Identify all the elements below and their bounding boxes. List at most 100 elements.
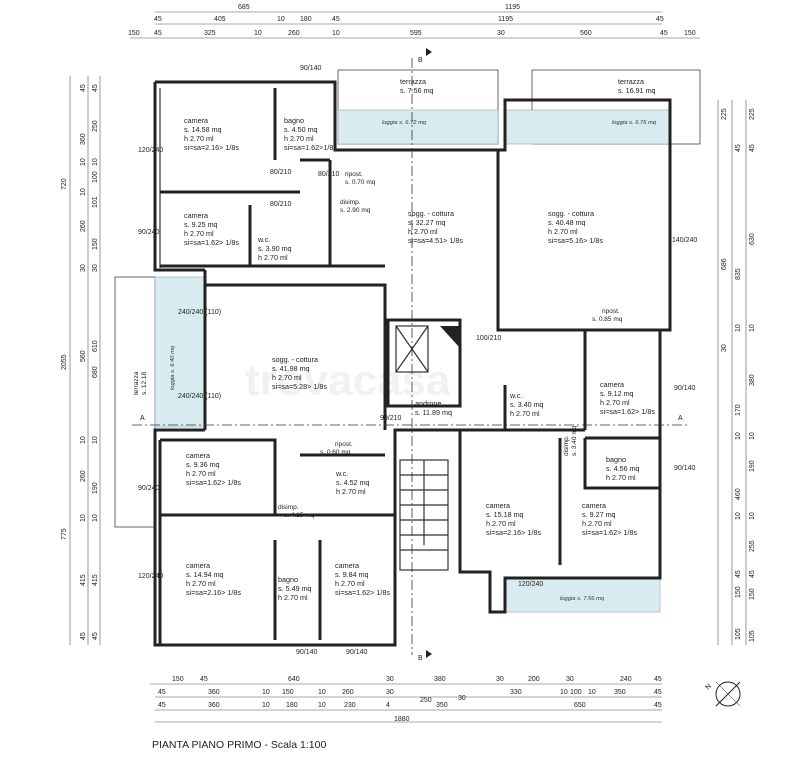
loggia-s-label: loggia s. 7.56 mq xyxy=(560,596,605,602)
opening-labels: 120/240 90/240 80/210 80/210 80/210 90/1… xyxy=(138,65,697,656)
dim-left-i-101: 101 xyxy=(92,196,99,208)
dim-right-m-45b: 45 xyxy=(749,570,756,578)
dim-left-i-45: 45 xyxy=(92,84,99,92)
plan-title: PIANTA PIANO PRIMO - Scala 1:100 xyxy=(152,739,326,751)
dim-top-45d: 45 xyxy=(154,30,162,37)
room-camera-se-2: camera s. 9.27 mq h 2.70 ml si=sa=1.62> … xyxy=(582,501,637,537)
dim-bot-r3-650: 650 xyxy=(574,702,586,709)
dim-left-45b: 45 xyxy=(80,632,87,640)
dim-bot-45b: 45 xyxy=(654,676,662,683)
dim-bot-r2-30b: 30 xyxy=(458,695,466,702)
dim-top-180: 180 xyxy=(300,16,312,23)
dim-bot-r2-150: 150 xyxy=(282,689,294,696)
room-bagno-sw: bagno s. 5.49 mq h 2.70 ml xyxy=(278,575,314,602)
opening-140-240-ne: 140/240 xyxy=(672,237,697,244)
opening-240-w-bottom: 240/240 (110) xyxy=(178,393,221,400)
room-camera-nw-2: camera s. 9.25 mq h 2.70 ml si=sa=1.62> … xyxy=(184,211,239,247)
dim-top-1195: 1195 xyxy=(505,4,520,11)
dim-left-10a: 10 xyxy=(80,158,87,166)
dim-right-m-105: 105 xyxy=(749,630,756,642)
dim-right-m-255: 255 xyxy=(749,540,756,552)
dim-bot-r3-4: 4 xyxy=(386,702,390,709)
dim-right-i-45b: 45 xyxy=(735,570,742,578)
dim-bot-r3-230: 230 xyxy=(344,702,356,709)
opening-90-140-s1: 90/140 xyxy=(296,649,318,656)
dim-top-45c: 45 xyxy=(656,16,664,23)
dim-left-i-10: 10 xyxy=(92,158,99,166)
room-ripost-n: ripost. s. 0.70 mq xyxy=(345,171,376,186)
dim-bot-r2-10c: 10 xyxy=(560,689,568,696)
dim-left-i-250: 250 xyxy=(92,120,99,132)
dim-left-i-190: 190 xyxy=(92,482,99,494)
room-bagno-se: bagno s. 4.56 mq h 2.70 ml xyxy=(606,455,642,482)
dim-left-775: 775 xyxy=(61,528,68,540)
dim-right-i-170: 170 xyxy=(735,404,742,416)
dim-right-150: 150 xyxy=(735,586,742,598)
room-terrazza-n: terrazza s. 7.56 mq xyxy=(400,77,434,95)
dim-right-m-380: 380 xyxy=(749,374,756,386)
room-ripost-sw: ripost. s. 0.60 mq xyxy=(320,441,355,456)
opening-100-210-stair: 100/210 xyxy=(476,335,501,342)
dim-bot-r2-10b: 10 xyxy=(318,689,326,696)
dim-top-10c: 10 xyxy=(332,30,340,37)
room-wc-e: w.c. s. 3.40 mq h 2.70 ml xyxy=(509,391,546,418)
terraces xyxy=(114,69,701,613)
dim-top-405: 405 xyxy=(214,16,226,23)
dim-bot-r2-100: 100 xyxy=(570,689,582,696)
dim-bot-r3-350: 350 xyxy=(436,702,448,709)
top-dimensions: 685 1195 45 405 10 180 45 1195 45 150 45… xyxy=(128,4,700,39)
room-camera-sw-2: camera s. 14.94 mq h 2.70 ml si=sa=2.16>… xyxy=(186,561,241,597)
dim-right-225: 225 xyxy=(721,108,728,120)
dim-top-595: 595 xyxy=(410,30,422,37)
dim-right-686: 686 xyxy=(721,258,728,270)
dim-bot-r3-10: 10 xyxy=(262,702,270,709)
loggia-ne-label: loggia s. 6.76 mq xyxy=(612,120,657,126)
dim-bot-r3-360: 360 xyxy=(208,702,220,709)
dim-top-10b: 10 xyxy=(254,30,262,37)
dim-right-m-30: 30 xyxy=(721,344,728,352)
dim-bot-r2-10d: 10 xyxy=(588,689,596,696)
section-a-left: A xyxy=(140,415,145,422)
dim-bot-30a: 30 xyxy=(386,676,394,683)
walls xyxy=(153,80,672,647)
room-terrazza-ne: terrazza s. 16.91 mq xyxy=(618,77,656,95)
opening-240-w-top: 240/240 (110) xyxy=(178,309,221,316)
dim-right-m-10: 10 xyxy=(749,324,756,332)
dim-bot-r2-10: 10 xyxy=(262,689,270,696)
dim-left-i-10b: 10 xyxy=(92,436,99,444)
dim-bot-30c: 30 xyxy=(566,676,574,683)
dim-bot-640: 640 xyxy=(288,676,300,683)
dim-bot-r2-45: 45 xyxy=(158,689,166,696)
dim-bot-total: 1880 xyxy=(394,716,410,723)
opening-80-210-c: 80/210 xyxy=(318,171,340,178)
loggia-n-area xyxy=(337,109,499,145)
dim-top-325: 325 xyxy=(204,30,216,37)
dim-right-460: 460 xyxy=(735,488,742,500)
section-lines: B B A A xyxy=(132,48,690,662)
dim-right-m-10b: 10 xyxy=(749,432,756,440)
loggia-w-area xyxy=(154,276,206,428)
room-labels: camera s. 14.58 mq h 2.70 ml si=sa=2.16>… xyxy=(133,77,656,602)
dim-bot-150: 150 xyxy=(172,676,184,683)
room-sogg-ne: sogg. - cottura s. 40.48 mq h 2.70 ml si… xyxy=(548,209,603,245)
room-camera-se-1: camera s. 15.18 mq h 2.70 ml si=sa=2.16>… xyxy=(486,501,541,537)
dim-left-i-30: 30 xyxy=(92,264,99,272)
dim-left-i-100: 100 xyxy=(92,171,99,183)
dim-top-150b: 150 xyxy=(684,30,696,37)
dim-bot-r2-30: 30 xyxy=(386,689,394,696)
dim-bot-380: 380 xyxy=(434,676,446,683)
dim-bot-r2-350: 350 xyxy=(614,689,626,696)
opening-120-240-nw: 120/240 xyxy=(138,147,163,154)
room-camera-e-small: camera s. 9.12 mq h 2.70 ml si=sa=1.62> … xyxy=(600,380,655,416)
dim-top-45b: 45 xyxy=(332,16,340,23)
dim-left-i-415: 415 xyxy=(92,574,99,586)
section-b-bottom: B xyxy=(418,655,423,662)
dim-left-30: 30 xyxy=(80,264,87,272)
dim-right-m-150: 150 xyxy=(749,588,756,600)
watermark: trovacasa xyxy=(245,356,451,405)
dim-right-m-190: 190 xyxy=(749,460,756,472)
dim-left-45a: 45 xyxy=(80,84,87,92)
room-disimp-sw: disimp. s. 4.15 mq xyxy=(278,504,315,519)
dim-bot-r3-180: 180 xyxy=(286,702,298,709)
